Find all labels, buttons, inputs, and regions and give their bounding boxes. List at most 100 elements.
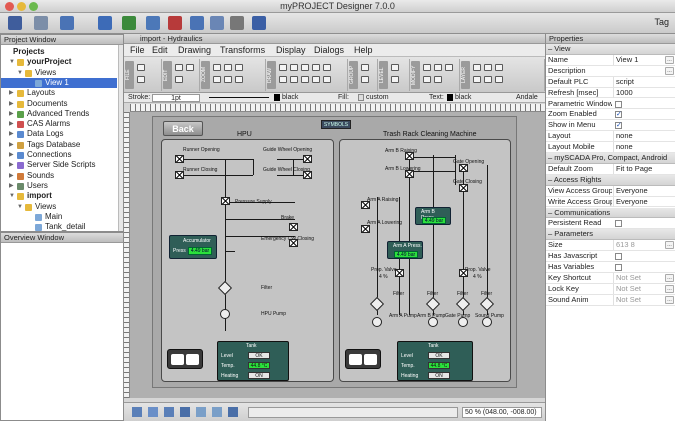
property-value[interactable]: View 1 — [613, 54, 663, 65]
property-section[interactable]: – Parameters — [546, 229, 675, 241]
ribbon-tool-icon[interactable] — [175, 76, 183, 83]
property-section[interactable]: – View — [546, 44, 675, 55]
ribbon-tool-icon[interactable] — [279, 76, 287, 83]
settings-icon[interactable] — [252, 16, 266, 30]
tree-item-data-logs[interactable]: ▶Data Logs — [1, 129, 117, 139]
prop-valve-left-icon[interactable] — [395, 269, 404, 277]
accumulator-widget[interactable]: Accumulator Press 4.49 bar — [169, 235, 217, 259]
ribbon-tool-icon[interactable] — [224, 76, 232, 83]
gate-opening-valve-icon[interactable] — [459, 164, 468, 172]
tree-item-views[interactable]: ▼Views — [1, 202, 117, 212]
property-row[interactable]: Has Javascript — [546, 251, 675, 262]
ribbon-tool-icon[interactable] — [434, 64, 442, 71]
disclosure-triangle-icon[interactable]: ▶ — [9, 162, 14, 169]
prop-valve-right-icon[interactable] — [459, 269, 468, 277]
close-window-icon[interactable] — [5, 2, 14, 11]
collapse-icon[interactable]: – — [548, 207, 555, 217]
hmi-view[interactable]: Back SYMBOLS HPU Runner Opening Runner C… — [152, 116, 517, 388]
property-row[interactable]: Zoom Enabled✓ — [546, 109, 675, 121]
property-checkbox[interactable] — [615, 253, 622, 261]
view-icon[interactable] — [98, 16, 112, 30]
property-value[interactable]: Everyone — [613, 185, 663, 196]
property-row[interactable]: Persistent Read — [546, 218, 675, 230]
property-value[interactable]: none — [613, 142, 663, 153]
menu-dialogs[interactable]: Dialogs — [314, 45, 345, 55]
tree-item-projects[interactable]: Projects — [1, 47, 117, 57]
ribbon-tool-icon[interactable] — [186, 64, 194, 71]
save-all-icon[interactable] — [34, 16, 48, 30]
ribbon-tool-icon[interactable] — [312, 76, 320, 83]
tree-item-documents[interactable]: ▶Documents — [1, 99, 117, 109]
disclosure-triangle-icon[interactable]: ▶ — [9, 182, 14, 189]
ribbon-tool-icon[interactable] — [391, 76, 399, 83]
add-view-icon[interactable] — [122, 16, 136, 30]
snap-icon[interactable] — [164, 407, 174, 417]
property-value[interactable]: Not Set — [613, 283, 663, 294]
disclosure-triangle-icon[interactable]: ▶ — [9, 172, 14, 179]
property-value[interactable]: Fit to Page — [613, 163, 663, 174]
tree-item-import[interactable]: ▼import — [1, 191, 117, 201]
menu-drawing[interactable]: Drawing — [178, 45, 212, 55]
upload-icon[interactable] — [190, 16, 204, 30]
arm-b-pump-icon[interactable] — [428, 317, 438, 327]
ribbon-tool-icon[interactable] — [137, 64, 145, 71]
property-value[interactable]: script — [613, 76, 663, 87]
property-value[interactable]: Not Set — [613, 272, 663, 283]
property-value[interactable]: Everyone — [613, 196, 663, 207]
hpu-toggle[interactable] — [167, 349, 203, 369]
tree-item-view-1[interactable]: View 1 — [1, 77, 117, 88]
toggle-icon[interactable] — [228, 407, 238, 417]
disclosure-triangle-icon[interactable]: ▶ — [9, 152, 14, 158]
property-section[interactable]: – Communications — [546, 207, 675, 219]
back-button[interactable]: Back — [163, 121, 203, 136]
arm-b-press-widget[interactable]: Arm B Press. 4.49 bar — [415, 207, 451, 225]
ribbon-tool-icon[interactable] — [445, 64, 453, 71]
trash-toggle[interactable] — [345, 349, 381, 369]
delete-view-icon[interactable] — [168, 16, 182, 30]
property-edit-button[interactable]: … — [665, 241, 674, 250]
property-edit-button[interactable]: … — [665, 66, 674, 75]
editor-tab[interactable]: import - Hydraulics — [124, 34, 545, 44]
property-edit-button[interactable]: … — [665, 55, 674, 64]
zoom-window-icon[interactable] — [29, 2, 38, 11]
symbols-button[interactable]: SYMBOLS — [321, 120, 351, 129]
ribbon-tool-icon[interactable] — [434, 76, 442, 83]
property-edit-button[interactable]: … — [665, 273, 674, 282]
menu-display[interactable]: Display — [276, 45, 306, 55]
property-row[interactable]: Has Variables — [546, 262, 675, 273]
ribbon-tool-icon[interactable] — [391, 64, 399, 71]
tree-item-main[interactable]: Main — [1, 212, 117, 222]
tree-item-sounds[interactable]: ▶Sounds — [1, 171, 117, 181]
stroke-color-swatch[interactable] — [274, 94, 280, 101]
hpu-pump-icon[interactable] — [220, 309, 230, 319]
arm-a-raising-valve-icon[interactable] — [361, 201, 370, 209]
ribbon-tool-icon[interactable] — [484, 76, 492, 83]
project-scrollbar[interactable] — [118, 45, 123, 231]
stroke-width-select[interactable]: 1pt — [152, 94, 200, 102]
ribbon-tool-icon[interactable] — [301, 64, 309, 71]
property-value[interactable]: 613 8 — [613, 240, 663, 251]
collapse-icon[interactable]: – — [548, 153, 555, 162]
collapse-icon[interactable]: – — [548, 229, 555, 239]
property-section[interactable]: – mySCADA Pro, Compact, Android — [546, 153, 675, 164]
ribbon-tool-icon[interactable] — [224, 64, 232, 71]
ribbon-tool-icon[interactable] — [213, 64, 221, 71]
property-row[interactable]: Refresh [msec]1000 — [546, 87, 675, 99]
tree-item-cas-alarms[interactable]: ▶CAS Alarms — [1, 119, 117, 129]
print-icon[interactable] — [230, 16, 244, 30]
gw-closing-valve-icon[interactable] — [303, 171, 312, 179]
stroke-style-select[interactable] — [209, 97, 269, 98]
disclosure-triangle-icon[interactable]: ▼ — [9, 59, 15, 66]
disclosure-triangle-icon[interactable]: ▶ — [9, 90, 14, 97]
property-row[interactable]: Description… — [546, 66, 675, 77]
arm-a-pump-icon[interactable] — [372, 317, 382, 327]
tree-item-users[interactable]: ▶Users — [1, 181, 117, 191]
